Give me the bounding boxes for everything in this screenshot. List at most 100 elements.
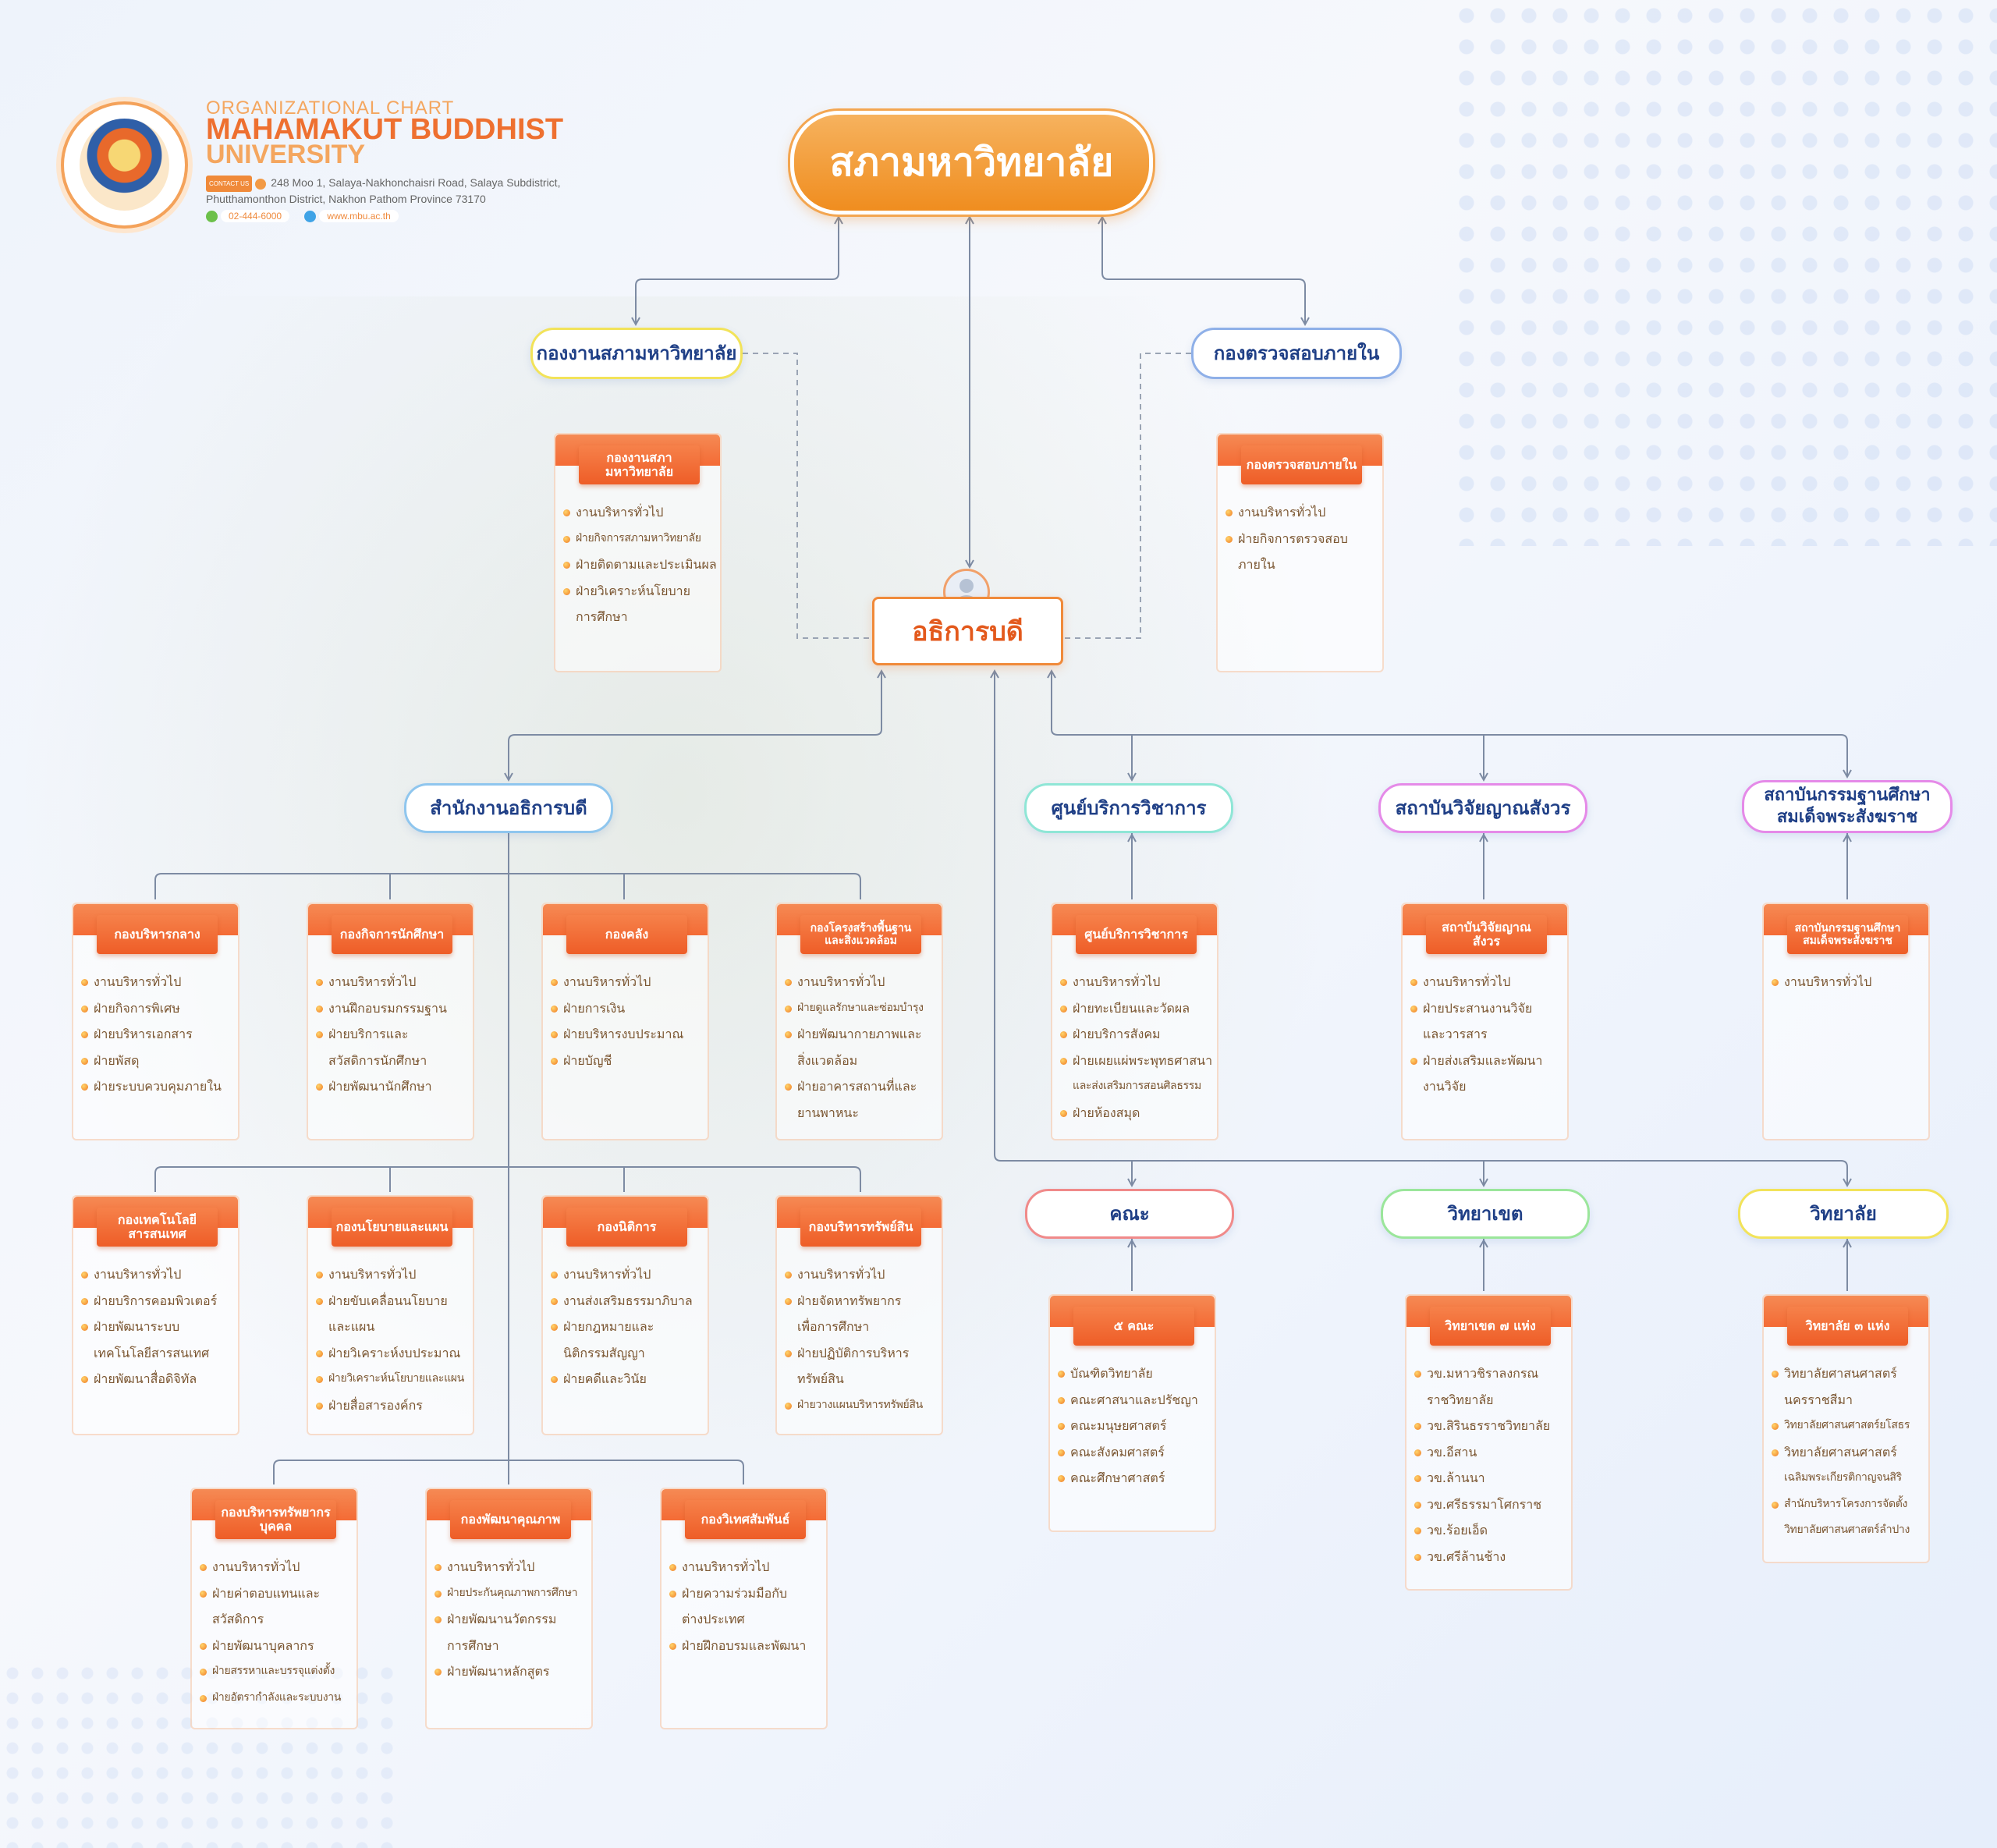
university-logo [61, 101, 188, 229]
department-card: กองเทคโนโลยีสารสนเทศงานบริหารทั่วไปฝ่ายบ… [72, 1195, 239, 1435]
unit-node: ศูนย์บริการวิชาการ [1024, 783, 1233, 833]
card-item: ฝ่ายทะเบียนและวัดผล [1060, 995, 1216, 1022]
card-item: เทคโนโลยีสารสนเทศ [94, 1345, 210, 1360]
card-item: งานบริหารทั่วไป [669, 1554, 825, 1580]
card-item-list: งานบริหารทั่วไปฝ่ายประกันคุณภาพการศึกษาฝ… [435, 1554, 591, 1685]
card-item: ฝ่ายความร่วมมือกับ [669, 1580, 825, 1607]
card-item-list: งานบริหารทั่วไปฝ่ายความร่วมมือกับต่างประ… [669, 1554, 825, 1658]
card-item: ฝ่ายค่าตอบแทนและ [200, 1580, 356, 1607]
card-item-list: วข.มหาวชิราลงกรณราชวิทยาลัยวข.สิรินธรราช… [1414, 1360, 1570, 1570]
arrow-head [1127, 772, 1137, 782]
card-item: คณะศาสนาและปรัชญา [1058, 1387, 1214, 1413]
card-item-list: วิทยาลัยศาสนศาสตร์นครราชสีมาวิทยาลัยศาสน… [1772, 1360, 1928, 1544]
card-item: สวัสดิการนักศึกษา [328, 1052, 427, 1068]
department-card: กองพัฒนาคุณภาพงานบริหารทั่วไปฝ่ายประกันค… [425, 1488, 593, 1729]
card-item: งานบริหารทั่วไป [81, 969, 237, 995]
card-item: ฝ่ายการเงิน [551, 995, 707, 1022]
card-item-list: งานบริหารทั่วไปฝ่ายการเงินฝ่ายบริหารงบปร… [551, 969, 707, 1073]
website-link[interactable]: www.mbu.ac.th [319, 210, 399, 222]
card-title: กองกิจการนักศึกษา [332, 915, 452, 954]
card-item: ฝ่ายคดีและวินัย [551, 1366, 707, 1392]
unit-node: กองงานสภามหาวิทยาลัย [530, 328, 743, 379]
location-icon [255, 178, 267, 190]
card-title: กองคลัง [566, 915, 687, 954]
connector [154, 873, 861, 899]
phone-number[interactable]: 02-444-6000 [221, 210, 290, 222]
card-title: สถาบันวิจัยญาณสังวร [1426, 915, 1547, 954]
card-item-list: งานบริหารทั่วไปฝ่ายประสานงานวิจัยและวารส… [1410, 969, 1566, 1100]
card-item: วิทยาลัยศาสนศาสตร์ [1772, 1439, 1928, 1466]
card-item: บัณฑิตวิทยาลัย [1058, 1360, 1214, 1387]
card-title: กองพัฒนาคุณภาพ [450, 1500, 571, 1539]
department-card: กองวิเทศสัมพันธ์งานบริหารทั่วไปฝ่ายความร… [660, 1488, 828, 1729]
connector [743, 353, 870, 639]
card-item: ฝ่ายพัฒนาบุคลากร [200, 1633, 356, 1659]
contact-tag: CONTACT US [206, 176, 253, 192]
card-item-list: งานบริหารทั่วไปงานฝึกอบรมกรรมฐานฝ่ายบริก… [316, 969, 472, 1100]
card-item: ฝ่ายระบบควบคุมภายใน [81, 1073, 237, 1100]
card-item: ฝ่ายบริการสังคม [1060, 1021, 1216, 1048]
card-item: ฝ่ายอาคารสถานที่และ [785, 1073, 941, 1100]
card-title: กองงานสภามหาวิทยาลัย [579, 445, 700, 484]
card-item: เฉลิมพระเกียรติกาญจนสิริ [1784, 1471, 1902, 1484]
phone-icon [206, 211, 218, 223]
card-item: ฝ่ายวิเคราะห์นโยบาย [563, 578, 719, 605]
card-item: ฝ่ายวิเคราะห์งบประมาณ [316, 1340, 472, 1367]
card-item: ฝ่ายปฏิบัติการบริหาร [785, 1340, 941, 1367]
card-item: ฝ่ายสรรหาและบรรจุแต่งตั้ง [200, 1658, 356, 1685]
card-item: งานส่งเสริมธรรมาภิบาล [551, 1288, 707, 1314]
card-item: ฝ่ายสื่อสารองค์กร [316, 1392, 472, 1419]
card-item: ฝ่ายดูแลรักษาและซ่อมบำรุง [785, 995, 941, 1022]
department-card: กองคลังงานบริหารทั่วไปฝ่ายการเงินฝ่ายบริ… [541, 903, 709, 1140]
header-title: MAHAMAKUT BUDDHIST [206, 113, 564, 146]
unit-node: คณะ [1025, 1189, 1234, 1239]
card-title: วิทยาเขต ๗ แห่ง [1430, 1307, 1551, 1346]
card-item: ฝ่ายจัดหาทรัพยากร [785, 1288, 941, 1314]
card-item: ฝ่ายบัญชี [551, 1048, 707, 1074]
arrow-head [990, 669, 999, 679]
department-card: กองโครงสร้างพื้นฐานและสิ่งแวดล้อมงานบริห… [775, 903, 943, 1140]
unit-node: วิทยาเขต [1381, 1189, 1590, 1239]
arrow-head [1843, 1238, 1852, 1248]
card-title: กองบริหารทรัพย์สิน [800, 1208, 921, 1247]
card-item: ฝ่ายพัฒนาสื่อดิจิทัล [81, 1366, 237, 1392]
card-item: เพื่อการศึกษา [797, 1319, 870, 1334]
emblem-icon [80, 119, 169, 211]
department-card: กองบริหารกลางงานบริหารทั่วไปฝ่ายกิจการพิ… [72, 903, 239, 1140]
address-line2: Phutthamonthon District, Nakhon Pathom P… [206, 193, 486, 205]
card-title: กองนโยบายและแผน [332, 1208, 452, 1247]
card-item: งานบริหารทั่วไป [1410, 969, 1566, 995]
card-item: วข.ศรีล้านช้าง [1414, 1544, 1570, 1570]
card-item: งานบริหารทั่วไป [551, 969, 707, 995]
header-subtitle: ORGANIZATIONAL CHART [206, 98, 455, 119]
card-item: ฝ่ายบริหารงบประมาณ [551, 1021, 707, 1048]
department-card: กองงานสภามหาวิทยาลัยงานบริหารทั่วไปฝ่ายก… [554, 433, 722, 672]
card-item: ฝ่ายบริหารเอกสาร [81, 1021, 237, 1048]
card-title: กองวิเทศสัมพันธ์ [685, 1500, 806, 1539]
department-card: ศูนย์บริการวิชาการงานบริหารทั่วไปฝ่ายทะเ… [1051, 903, 1218, 1140]
card-item: คณะสังคมศาสตร์ [1058, 1439, 1214, 1466]
card-item: ฝ่ายกิจการสภามหาวิทยาลัย [563, 526, 719, 552]
card-item: ต่างประเทศ [682, 1612, 745, 1626]
card-item: ฝ่ายพัฒนากายภาพและ [785, 1021, 941, 1048]
card-item: สำนักบริหารโครงการจัดตั้ง [1772, 1492, 1928, 1518]
arrow-head [1479, 832, 1488, 842]
arrow-head [877, 669, 886, 679]
card-title: ศูนย์บริการวิชาการ [1076, 915, 1197, 954]
card-title: กองโครงสร้างพื้นฐานและสิ่งแวดล้อม [800, 915, 921, 954]
university-council-node: สภามหาวิทยาลัย [788, 108, 1155, 217]
card-item: งานบริหารทั่วไป [563, 499, 719, 526]
card-item: งานบริหารทั่วไป [785, 1261, 941, 1288]
arrow-head [834, 215, 843, 225]
unit-node: กองตรวจสอบภายใน [1191, 328, 1402, 379]
card-item: งานบริหารทั่วไป [1772, 969, 1928, 995]
arrow-head [965, 215, 974, 225]
header-title-line2: UNIVERSITY [206, 140, 366, 169]
card-item: วิทยาลัยศาสนศาสตร์ [1772, 1360, 1928, 1387]
card-item: ฝ่ายพัฒนาระบบ [81, 1314, 237, 1340]
connector [635, 218, 839, 323]
arrow-head [1843, 832, 1852, 842]
arrow-head [1479, 1238, 1488, 1248]
card-item: งานบริหารทั่วไป [785, 969, 941, 995]
